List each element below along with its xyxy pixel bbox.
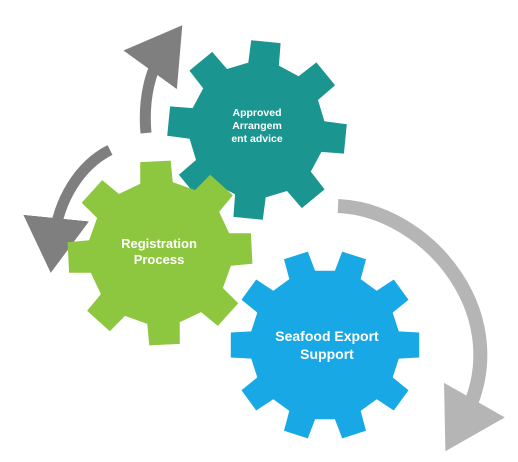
gear-label-line: ent advice: [231, 133, 283, 146]
gear-label-seafood: Seafood Export Support: [262, 328, 392, 363]
gear-label-line: Support: [300, 345, 354, 362]
gear-label-line: Process: [133, 252, 185, 268]
gear-label-line: Approved: [232, 107, 282, 119]
arrow-right-big: [337, 199, 505, 452]
arrow-top-left: [123, 25, 183, 134]
gear-label-line: Seafood Export: [275, 328, 379, 344]
gear-label-line: Registration: [121, 236, 197, 251]
gear-registration: [67, 160, 253, 346]
gear-seafood: [230, 251, 420, 439]
gear-approved: [167, 40, 347, 220]
arrow-left: [23, 145, 113, 273]
gear-label-approved: Approved Arrangem ent advice: [222, 107, 292, 146]
gear-label-line: Arrangem: [232, 120, 282, 133]
gear-label-registration: Registration Process: [105, 236, 213, 269]
